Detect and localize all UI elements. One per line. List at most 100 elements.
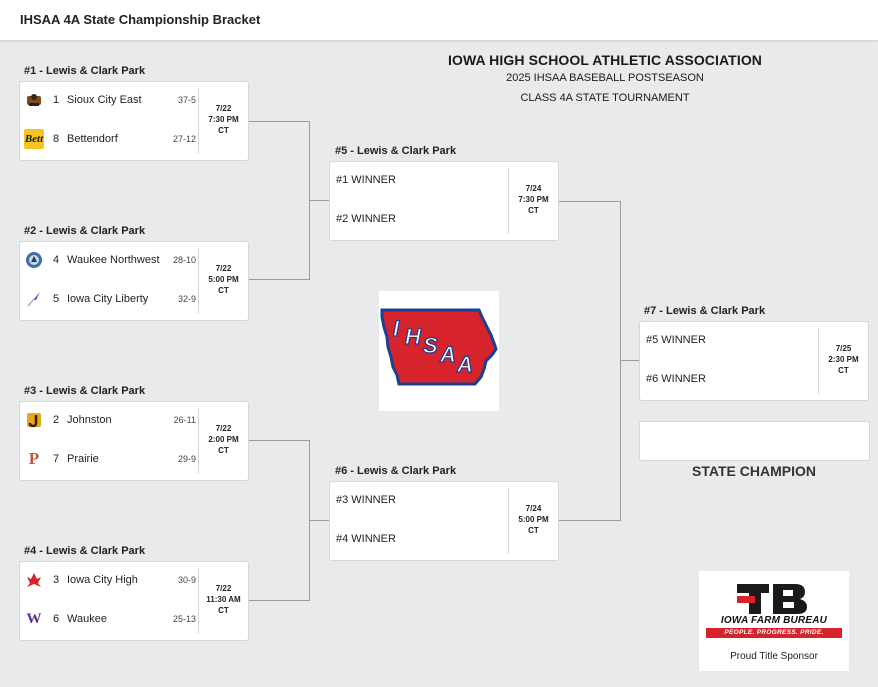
game-time: 2:30 PM	[828, 355, 859, 364]
iowa-city-high-logo	[24, 570, 44, 590]
game-schedule: 7/24 7:30 PM CT	[509, 183, 558, 216]
game-timezone: CT	[528, 206, 539, 215]
team-name: Prairie	[67, 453, 99, 465]
game-timezone: CT	[218, 446, 229, 455]
association-name: IOWA HIGH SCHOOL ATHLETIC ASSOCIATION	[447, 52, 763, 68]
game-time: 5:00 PM	[208, 275, 239, 284]
game-date: 7/22	[215, 264, 232, 273]
game-time: 7:30 PM	[518, 195, 549, 204]
game-5-label: #5 - Lewis & Clark Park	[335, 145, 457, 157]
bracket-slot: #2 WINNER	[336, 213, 396, 225]
game-timezone: CT	[218, 606, 229, 615]
game-1-card[interactable]: 1 Sioux City East 37-5 Bett 8 Bettendorf…	[19, 81, 249, 161]
card-divider	[508, 168, 509, 234]
card-divider	[198, 248, 199, 314]
game-6-card[interactable]: #3 WINNER #4 WINNER 7/24 5:00 PM CT	[329, 481, 559, 561]
top-bar: IHSAA 4A State Championship Bracket	[0, 0, 878, 41]
game-4-label: #4 - Lewis & Clark Park	[24, 545, 146, 557]
sponsor-tagline: PEOPLE. PROGRESS. PRIDE.	[706, 628, 842, 638]
sponsor-box[interactable]: IOWA FARM BUREAU PEOPLE. PROGRESS. PRIDE…	[699, 571, 849, 671]
bracket-slot: #6 WINNER	[646, 373, 706, 385]
bracket-connector	[249, 279, 309, 280]
team-record: 26-11	[173, 415, 196, 425]
game-7-card[interactable]: #5 WINNER #6 WINNER 7/25 2:30 PM CT	[639, 321, 869, 401]
game-schedule: 7/22 2:00 PM CT	[199, 423, 248, 456]
game-timezone: CT	[218, 286, 229, 295]
team-seed: 7	[53, 453, 60, 465]
state-champion-label: STATE CHAMPION	[692, 463, 816, 479]
team-name: Waukee	[67, 613, 107, 625]
prairie-logo: P	[28, 449, 40, 468]
bracket-connector	[249, 121, 309, 122]
card-divider	[818, 328, 819, 394]
iowa-city-liberty-logo	[24, 289, 44, 309]
page-title: IHSAA 4A State Championship Bracket	[20, 12, 261, 27]
game-schedule: 7/22 7:30 PM CT	[199, 103, 248, 136]
game-schedule: 7/22 5:00 PM CT	[199, 263, 248, 296]
game-2-card[interactable]: 4 Waukee Northwest 28-10 5 Iowa City Lib…	[19, 241, 249, 321]
team-row[interactable]: 2 Johnston 26-11	[24, 410, 196, 430]
bracket-connector	[249, 600, 309, 601]
team-seed: 8	[53, 133, 60, 145]
card-divider	[198, 88, 199, 154]
bracket-slot: #3 WINNER	[336, 494, 396, 506]
team-seed: 5	[53, 293, 60, 305]
bracket-slot: #1 WINNER	[336, 174, 396, 186]
team-record: 27-12	[172, 134, 196, 144]
game-schedule: 7/24 5:00 PM CT	[509, 503, 558, 536]
game-date: 7/22	[215, 104, 232, 113]
game-5-card[interactable]: #1 WINNER #2 WINNER 7/24 7:30 PM CT	[329, 161, 559, 241]
team-seed: 4	[53, 254, 60, 266]
sponsor-caption: Proud Title Sponsor	[730, 651, 818, 662]
team-row[interactable]: W 6 Waukee 25-13	[24, 609, 197, 629]
game-1-label: #1 - Lewis & Clark Park	[24, 65, 146, 77]
team-record: 28-10	[172, 255, 196, 265]
bracket-slot: #4 WINNER	[336, 533, 396, 545]
game-3-card[interactable]: 2 Johnston 26-11 P 7 Prairie 29-9 7/22 2…	[19, 401, 249, 481]
svg-text:A: A	[439, 342, 456, 367]
game-date: 7/24	[525, 184, 542, 193]
ihsaa-logo: I H S A A	[379, 291, 499, 411]
card-divider	[508, 488, 509, 554]
bracket-connector	[249, 440, 309, 441]
team-name: Iowa City Liberty	[67, 293, 149, 305]
game-2-label: #2 - Lewis & Clark Park	[24, 225, 146, 237]
team-row[interactable]: Bett 8 Bettendorf 27-12	[24, 129, 196, 149]
game-timezone: CT	[838, 366, 849, 375]
game-4-card[interactable]: 3 Iowa City High 30-9 W 6 Waukee 25-13 7…	[19, 561, 249, 641]
team-seed: 1	[53, 94, 60, 106]
bracket-connector	[620, 201, 621, 521]
game-time: 2:00 PM	[208, 435, 239, 444]
game-date: 7/25	[835, 344, 852, 353]
waukee-logo: W	[26, 610, 42, 627]
svg-text:S: S	[423, 333, 438, 358]
game-6-label: #6 - Lewis & Clark Park	[335, 465, 457, 477]
game-date: 7/24	[525, 504, 542, 513]
team-name: Waukee Northwest	[67, 254, 160, 266]
team-seed: 2	[53, 414, 60, 426]
team-row[interactable]: 3 Iowa City High 30-9	[24, 570, 196, 590]
team-row[interactable]: P 7 Prairie 29-9	[24, 449, 196, 469]
sioux-city-east-logo	[24, 90, 44, 110]
bracket-connector	[309, 520, 330, 521]
game-timezone: CT	[218, 126, 229, 135]
team-record: 32-9	[177, 294, 196, 304]
team-record: 37-5	[177, 95, 196, 105]
game-time: 5:00 PM	[518, 515, 549, 524]
team-record: 25-13	[172, 614, 196, 624]
team-seed: 3	[53, 574, 60, 586]
iowa-state-map-icon: I H S A A	[380, 308, 498, 386]
iowa-farm-bureau-logo	[737, 584, 807, 614]
team-row[interactable]: 1 Sioux City East 37-5	[24, 90, 196, 110]
team-seed: 6	[53, 613, 60, 625]
state-champion-box[interactable]	[639, 421, 870, 461]
game-date: 7/22	[215, 424, 232, 433]
bracket-connector	[309, 200, 330, 201]
game-3-label: #3 - Lewis & Clark Park	[24, 385, 146, 397]
team-row[interactable]: 5 Iowa City Liberty 32-9	[24, 289, 196, 309]
team-row[interactable]: 4 Waukee Northwest 28-10	[24, 250, 196, 270]
johnston-logo	[24, 410, 44, 430]
tournament-title: CLASS 4A STATE TOURNAMENT	[520, 92, 690, 104]
waukee-northwest-logo	[24, 250, 44, 270]
game-7-label: #7 - Lewis & Clark Park	[644, 305, 766, 317]
